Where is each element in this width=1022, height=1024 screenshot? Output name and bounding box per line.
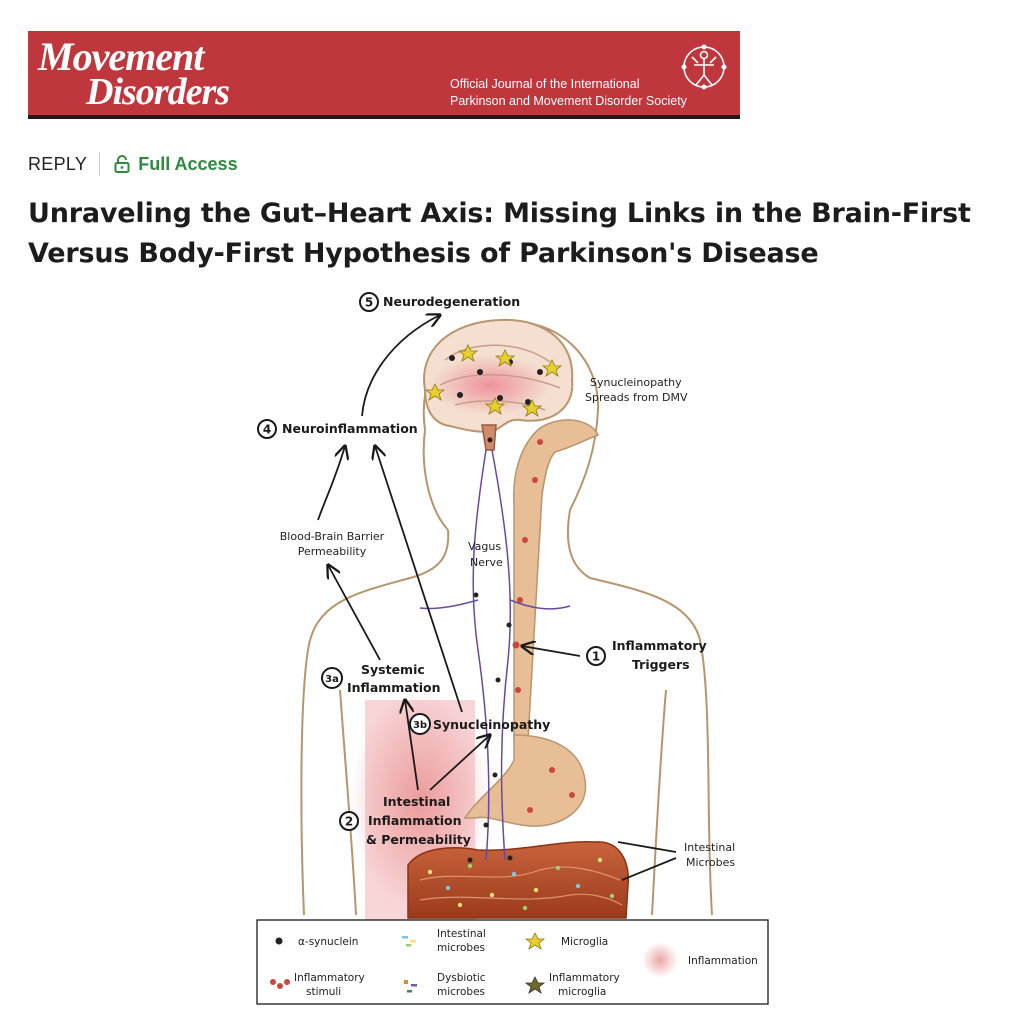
step1-label-line2: Triggers xyxy=(632,657,690,672)
step3a-number: 3a xyxy=(325,674,339,685)
microbes-label-line1: Intestinal xyxy=(684,841,735,854)
legend-inflammation-icon xyxy=(642,942,678,978)
intestinal-microbes-dots xyxy=(427,857,615,911)
legend-microglia-icon xyxy=(524,932,546,950)
journal-logo-line1: Movement xyxy=(38,34,204,79)
legend-asyn-label: α-synuclein xyxy=(298,936,358,948)
legend-stimuli-icon xyxy=(270,979,290,989)
step3a-label-line1: Systemic xyxy=(361,662,425,677)
colon xyxy=(407,841,629,919)
bbb-label-line1: Blood-Brain Barrier xyxy=(280,530,385,543)
step1-label-line1: Inflammatory xyxy=(612,638,707,653)
meta-divider xyxy=(99,152,101,176)
step3b-number: 3b xyxy=(413,720,427,731)
spread-label-line2: Spreads from DMV xyxy=(585,391,688,404)
step2-marker xyxy=(339,811,359,831)
bbb-label-line2: Permeability xyxy=(298,545,367,558)
legend-infl-microglia-line1: Inflammatory xyxy=(549,972,620,984)
legend-dysbiotic-line2: microbes xyxy=(437,986,485,998)
legend-intestinal-line2: microbes xyxy=(437,942,485,954)
legend-infl-microglia-line2: microglia xyxy=(558,986,606,998)
step4-label: Neuroinflammation xyxy=(282,421,418,436)
legend-intestinal-microbes-icon xyxy=(402,936,416,947)
step1-marker xyxy=(586,646,606,666)
step1-number: 1 xyxy=(592,650,600,664)
step4-marker xyxy=(257,419,277,439)
article-type-label: REPLY xyxy=(28,153,88,174)
legend-asyn-icon xyxy=(275,937,283,945)
step5-label: Neurodegeneration xyxy=(383,294,520,309)
microbes-label-line2: Microbes xyxy=(686,856,735,869)
alpha-synuclein-marks xyxy=(449,355,543,863)
step2-label-line1: Intestinal xyxy=(383,794,450,809)
step3a-label-line2: Inflammation xyxy=(347,680,440,695)
legend-microglia-label: Microglia xyxy=(561,936,608,948)
step3a-marker xyxy=(321,667,343,689)
step2-number: 2 xyxy=(345,815,353,829)
full-access-label: Full Access xyxy=(138,153,238,174)
inflammatory-stimuli-marks xyxy=(512,439,575,813)
step5-marker xyxy=(359,292,379,312)
step5-number: 5 xyxy=(365,296,373,310)
step3b-marker xyxy=(409,713,431,735)
figure-legend: α-synuclein Intestinal microbes Microgli… xyxy=(256,919,769,1005)
society-text: Official Journal of the International Pa… xyxy=(450,76,687,110)
gut-brain-figure: 5 Neurodegeneration 4 Neuroinflammation … xyxy=(256,292,769,1005)
microglia-marks xyxy=(424,344,563,417)
journal-logo-line2: Disorders xyxy=(86,71,230,113)
article-meta: REPLY Full Access xyxy=(28,152,238,176)
society-line1: Official Journal of the International xyxy=(450,77,640,91)
step4-number: 4 xyxy=(263,423,271,437)
society-line2: Parkinson and Movement Disorder Society xyxy=(450,94,687,108)
step2-label-line3: & Permeability xyxy=(366,832,471,847)
legend-intestinal-line1: Intestinal xyxy=(437,928,486,940)
vagus-label-line1: Vagus xyxy=(468,540,501,553)
vagus-label-line2: Nerve xyxy=(470,556,503,569)
legend-stimuli-line1: Inflammatory xyxy=(294,972,365,984)
legend-stimuli-line2: stimuli xyxy=(306,986,341,998)
stomach xyxy=(463,734,587,827)
unlocked-lock-icon xyxy=(114,155,130,173)
vagus-nerve xyxy=(419,449,571,861)
pathway-arrows xyxy=(317,315,677,881)
legend-dysbiotic-line1: Dysbiotic xyxy=(437,972,486,984)
legend-inflammation-label: Inflammation xyxy=(688,955,758,967)
brainstem xyxy=(481,424,497,451)
step2-label-line2: Inflammation xyxy=(368,813,461,828)
journal-banner[interactable]: Movement Disorders Official Journal of t… xyxy=(28,31,740,119)
spread-label-line1: Synucleinopathy xyxy=(590,376,682,389)
society-emblem-icon xyxy=(681,44,727,90)
step3b-label: Synucleinopathy xyxy=(433,717,550,732)
legend-dysbiotic-icon xyxy=(404,980,417,993)
full-access-badge[interactable]: Full Access xyxy=(114,153,238,175)
article-title[interactable]: Unraveling the Gut–Heart Axis: Missing L… xyxy=(28,198,971,269)
legend-inflammatory-microglia-icon xyxy=(524,976,546,994)
esophagus xyxy=(512,419,600,741)
